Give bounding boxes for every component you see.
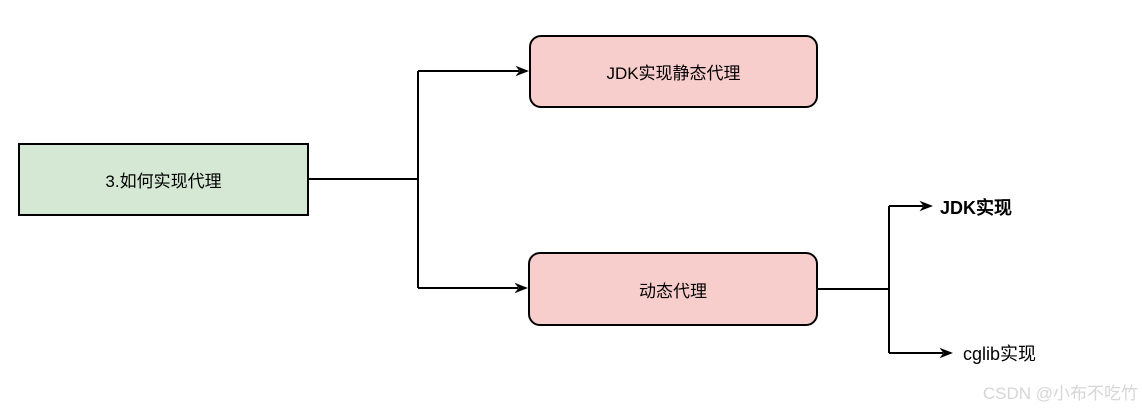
leaf-cglib-implementation: cglib实现 xyxy=(963,344,1037,364)
node-label: JDK实现静态代理 xyxy=(606,64,741,83)
arrowhead-cglib-icon xyxy=(939,347,953,359)
node-dynamic-proxy: 动态代理 xyxy=(528,252,818,326)
arrowhead-dynamic-icon xyxy=(514,282,528,294)
node-how-to-implement-proxy: 3.如何实现代理 xyxy=(18,143,309,216)
node-label: 动态代理 xyxy=(639,281,707,301)
node-label: 3.如何实现代理 xyxy=(105,172,222,191)
node-jdk-static-proxy: JDK实现静态代理 xyxy=(529,35,818,108)
arrowhead-jdk-icon xyxy=(919,200,933,212)
csdn-watermark: CSDN @小布不吃竹 xyxy=(982,384,1138,403)
arrowhead-static-icon xyxy=(515,65,529,77)
leaf-jdk-implementation: JDK实现 xyxy=(940,198,1013,218)
